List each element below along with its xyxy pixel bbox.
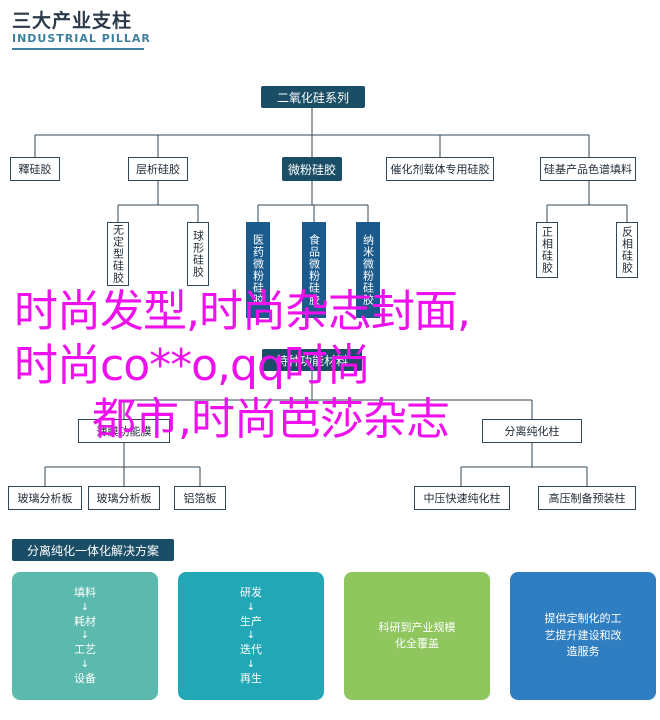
node-glass-plate-1: 玻璃分析板: [8, 486, 82, 510]
node-food-micro-silica: 食品微粉硅胶: [302, 222, 326, 318]
node-chrom-fillers: 硅基产品色谱填料: [540, 157, 636, 181]
node-catalyst-carrier-silica: 催化剂载体专用硅胶: [386, 157, 494, 181]
node-nano-micro-silica: 纳米微粉硅胶: [356, 222, 380, 318]
overlay-text-line-1: 时尚发型,时尚杂志封面,: [14, 286, 471, 337]
overlay-text-line-2: 时尚co**o,qq时尚: [14, 340, 371, 391]
node-high-pressure-column: 高压制备预装柱: [538, 486, 636, 510]
node-silica-gel: 釋硅胶: [10, 157, 60, 181]
brand-title: 三大产业支柱: [12, 10, 133, 32]
root-node-silica-series: 二氧化硅系列: [261, 86, 365, 108]
root-node-special-materials: 特种功能材料: [262, 349, 362, 371]
solution-card-rd: 研发 ↓ 生产 ↓ 迭代 ↓ 再生: [178, 572, 324, 700]
node-spherical-silica: 球形硅胶: [187, 222, 209, 286]
node-normal-phase-silica: 正相硅胶: [536, 222, 558, 278]
node-micro-silica: 微粉硅胶: [282, 157, 342, 181]
node-separation-column: 分离纯化柱: [482, 419, 582, 443]
solution-card-coverage: 科研到产业规模 化全覆盖: [344, 572, 490, 700]
node-thin-film: 薄膜功能膜: [78, 419, 170, 443]
node-chromatography-silica: 层析硅胶: [128, 157, 188, 181]
brand-underline: [12, 48, 144, 50]
node-glass-plate-2: 玻璃分析板: [88, 486, 160, 510]
node-pharma-micro-silica: 医药微粉硅胶: [246, 222, 270, 318]
node-reverse-phase-silica: 反相硅胶: [616, 222, 638, 278]
node-medium-pressure-column: 中压快速纯化柱: [414, 486, 510, 510]
brand-subtitle: INDUSTRIAL PILLAR: [12, 32, 151, 45]
solution-card-materials: 填料 ↓ 耗材 ↓ 工艺 ↓ 设备: [12, 572, 158, 700]
node-amorphous-silica: 无定型硅胶: [107, 222, 129, 286]
overlay-text-line-3: 都市,时尚芭莎杂志: [92, 394, 450, 445]
solution-card-custom-service: 提供定制化的工 艺提升建设和改 造服务: [510, 572, 656, 700]
node-aluminum-plate: 铝箔板: [174, 486, 226, 510]
solutions-title: 分离纯化一体化解决方案: [12, 539, 174, 561]
